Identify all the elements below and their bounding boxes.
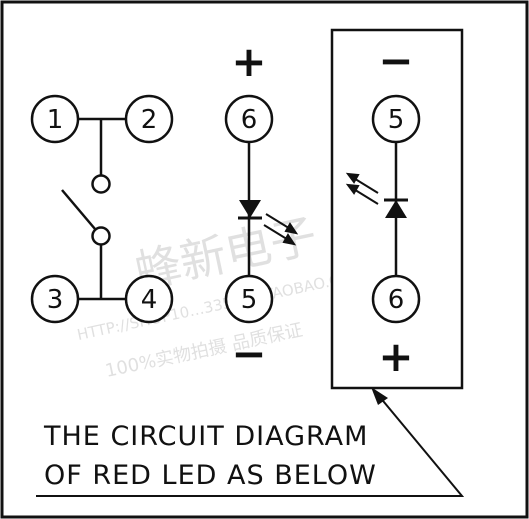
callout-leader-line (36, 389, 465, 497)
led-right-emission-arrows-icon (345, 172, 379, 205)
led-right-pin-6: 6 (371, 274, 421, 324)
led-left-pin-5-label: 5 (241, 285, 258, 315)
led-right-pin-5: 5 (371, 94, 421, 144)
led-right-pin-5-label: 5 (388, 105, 405, 135)
switch-lever (61, 189, 96, 230)
led-left-emission-arrows-icon (263, 213, 299, 246)
pin-3-label: 3 (47, 285, 64, 315)
pin-1-label: 1 (47, 105, 64, 135)
caption-line-1: THE CIRCUIT DIAGRAM (43, 421, 368, 452)
led-left-pin-5: 5 (224, 274, 274, 324)
led-left-pin-6-label: 6 (241, 105, 258, 135)
led-right-minus-sign: − (378, 36, 413, 85)
caption-line-2: OF RED LED AS BELOW (44, 460, 377, 491)
led-right-circuit: − 5 6 + (345, 36, 421, 381)
switch-contact-top (91, 174, 111, 194)
pin-4: 4 (124, 274, 174, 324)
led-left-circuit: + 6 5 − (224, 37, 299, 378)
pin-2-label: 2 (141, 105, 158, 135)
caption-callout: THE CIRCUIT DIAGRAM OF RED LED AS BELOW (36, 387, 465, 497)
switch-circuit (61, 117, 126, 301)
switch-contact-bottom (91, 226, 111, 246)
led-left-diode-icon (239, 200, 261, 218)
led-right-plus-sign: + (378, 332, 413, 381)
led-left-pin-6: 6 (224, 94, 274, 144)
pin-2: 2 (124, 94, 174, 144)
pin-1: 1 (30, 94, 80, 144)
led-left-plus-sign: + (231, 37, 266, 86)
pin-4-label: 4 (141, 285, 158, 315)
led-right-diode-icon (385, 200, 407, 218)
pin-3: 3 (30, 274, 80, 324)
led-right-pin-6-label: 6 (388, 285, 405, 315)
led-left-minus-sign: − (231, 329, 266, 378)
callout-arrowhead-icon (371, 387, 388, 405)
watermark: 蜂新电子 HTTP://SHOP10…335554.TAOBAO.COM 100… (76, 208, 366, 382)
